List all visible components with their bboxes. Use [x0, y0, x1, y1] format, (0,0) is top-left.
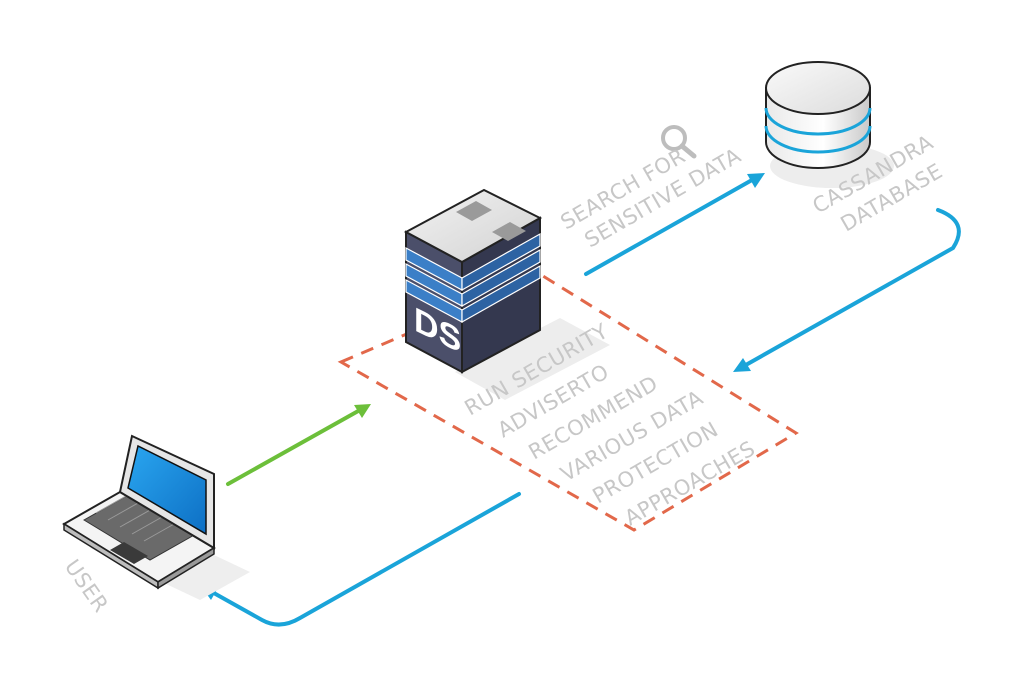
edge-server-to-user	[200, 492, 521, 627]
server-icon	[403, 188, 610, 400]
process-boundary	[337, 274, 799, 532]
user-label: USER	[60, 555, 113, 617]
edge-database-to-server	[733, 208, 961, 372]
laptop-icon	[62, 434, 250, 600]
magnifier-icon	[661, 125, 697, 159]
edge-user-to-server	[226, 404, 371, 486]
edge-server-to-database	[584, 173, 765, 276]
database-icon	[764, 61, 894, 188]
